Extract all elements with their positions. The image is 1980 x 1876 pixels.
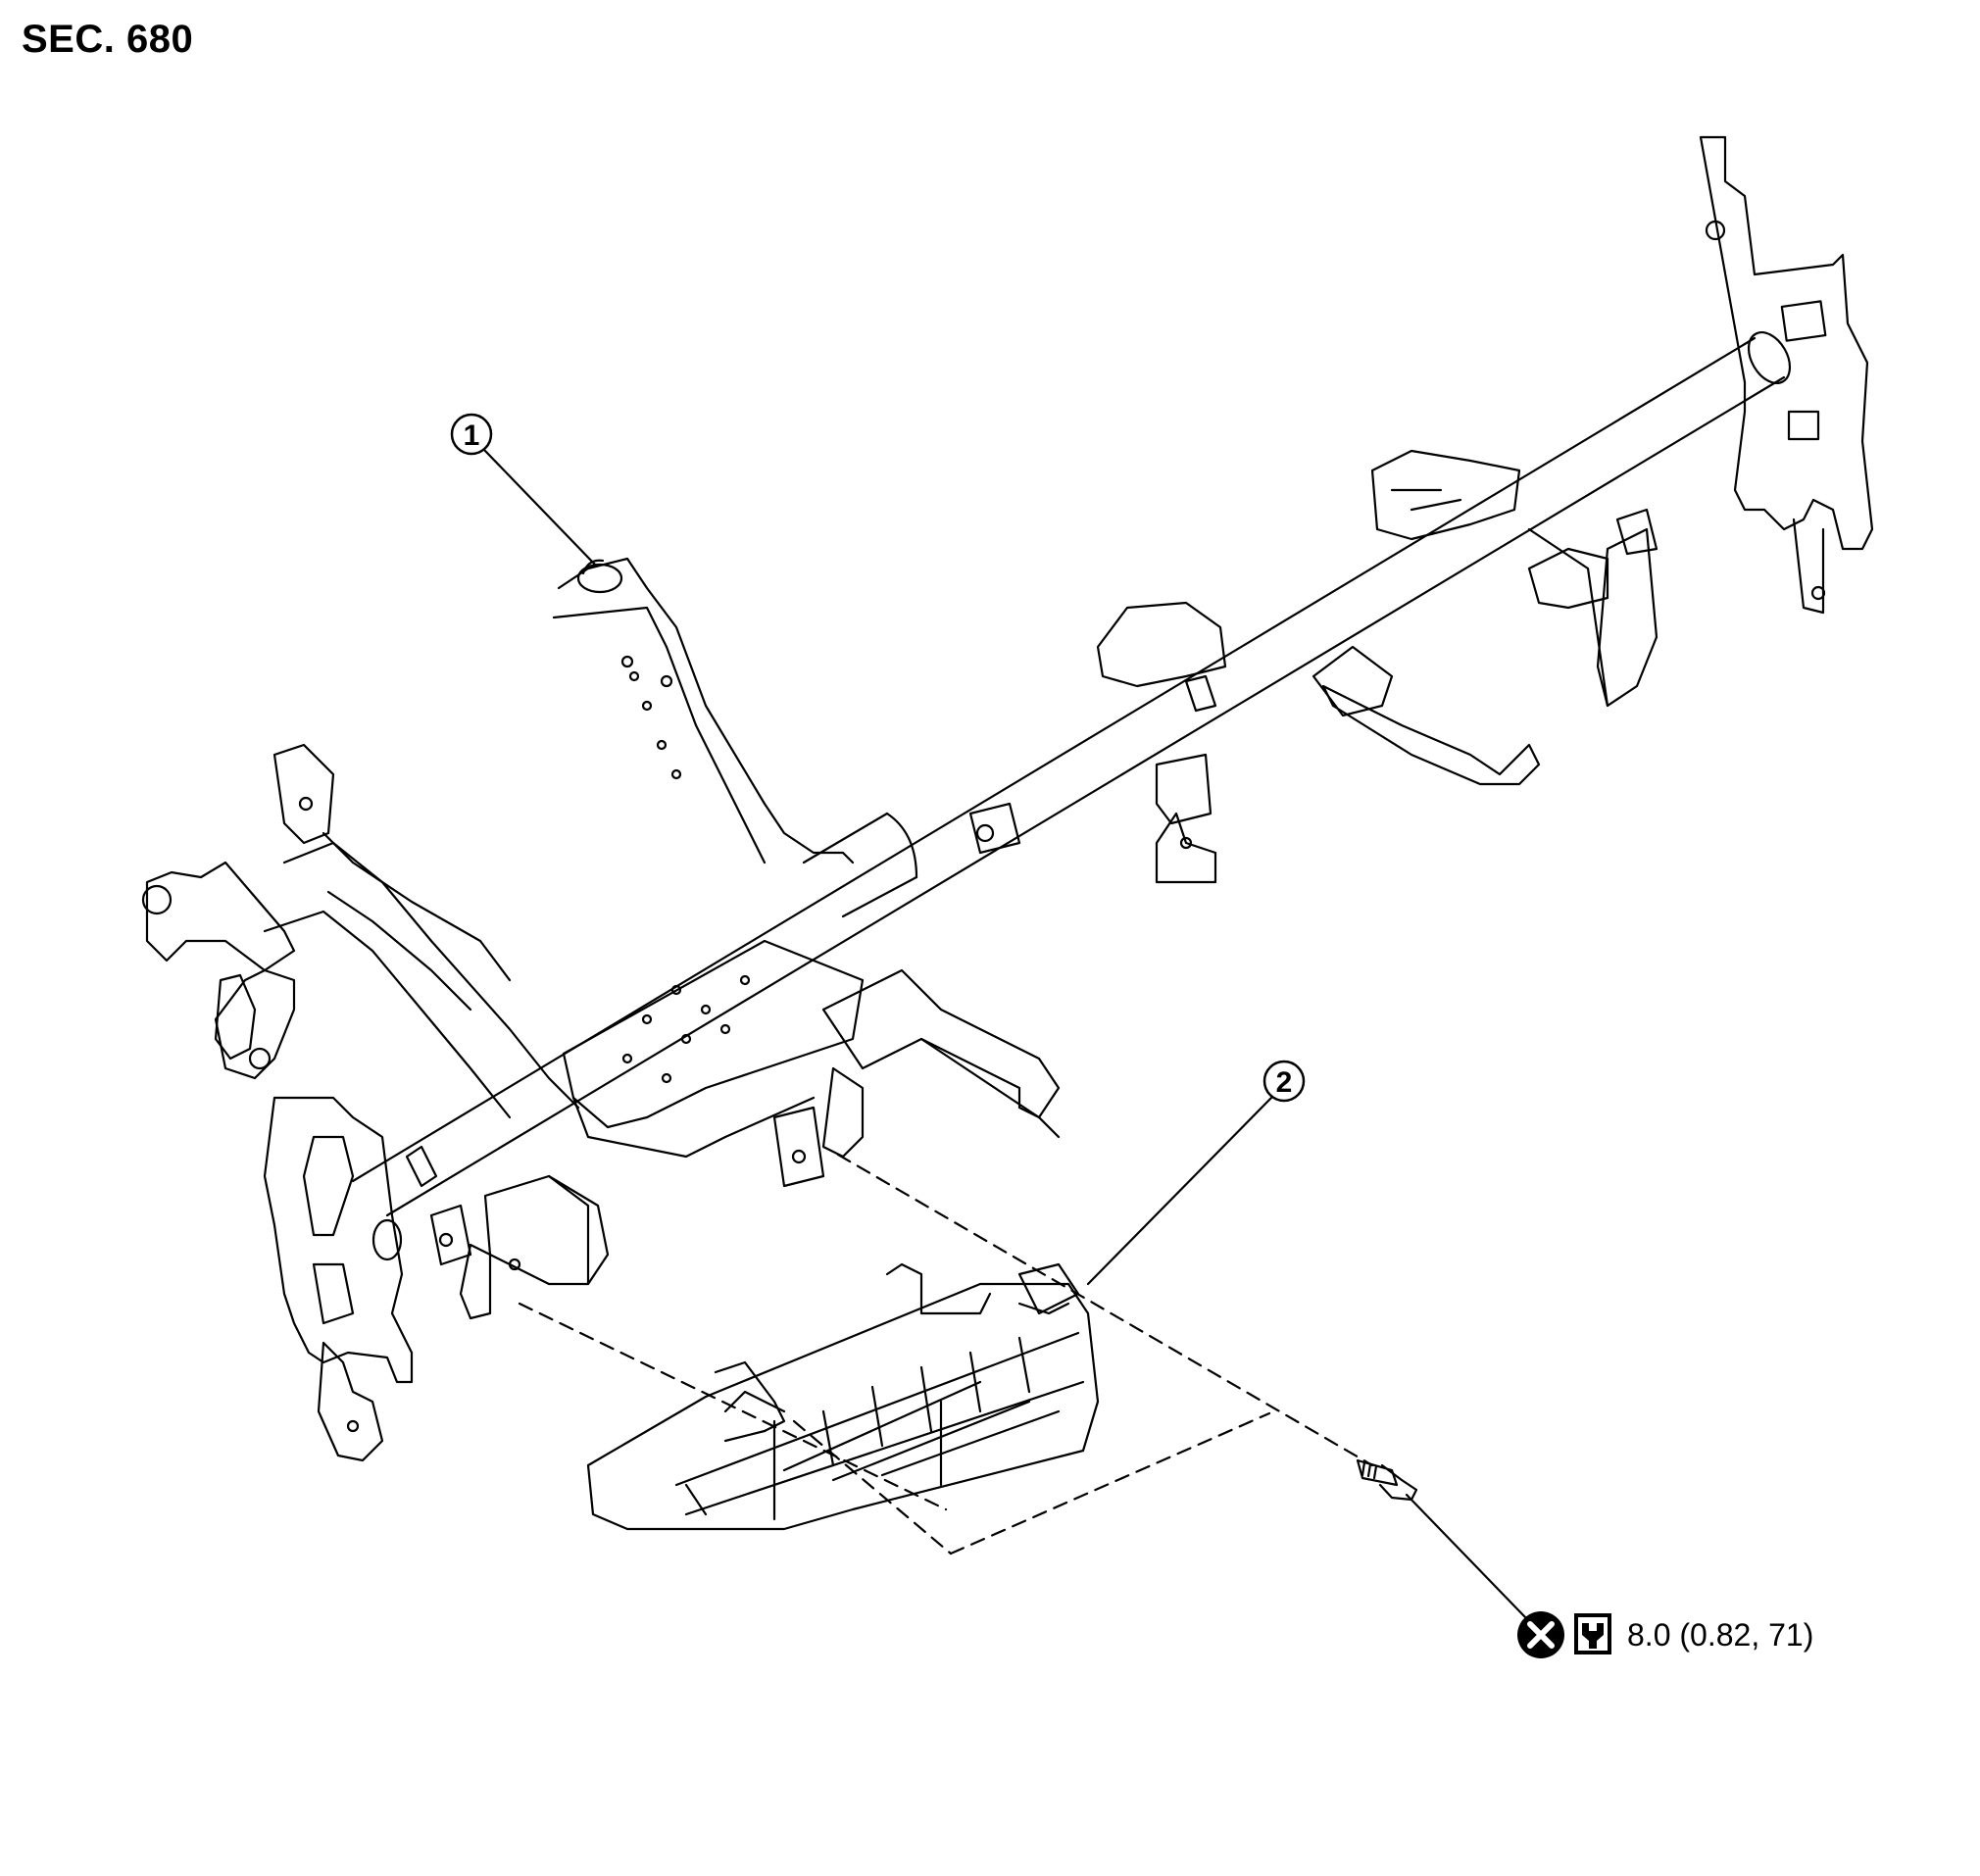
torque-spec-text: 8.0 (0.82, 71) bbox=[1627, 1617, 1813, 1653]
steering-member bbox=[141, 135, 1874, 1462]
do-not-reuse-icon bbox=[1517, 1611, 1564, 1658]
bolt bbox=[1356, 1458, 1418, 1502]
svg-text:2: 2 bbox=[1276, 1066, 1293, 1099]
callout-1: 1 bbox=[450, 413, 493, 456]
torque-wrench-icon bbox=[1574, 1613, 1611, 1654]
center-duct bbox=[586, 1262, 1100, 1531]
callout-2: 2 bbox=[1262, 1060, 1306, 1103]
leader-lines bbox=[483, 449, 1529, 1621]
svg-text:1: 1 bbox=[464, 420, 480, 452]
section-title: SEC. 680 bbox=[22, 18, 194, 61]
assembly-dashed-lines bbox=[518, 1153, 1374, 1555]
